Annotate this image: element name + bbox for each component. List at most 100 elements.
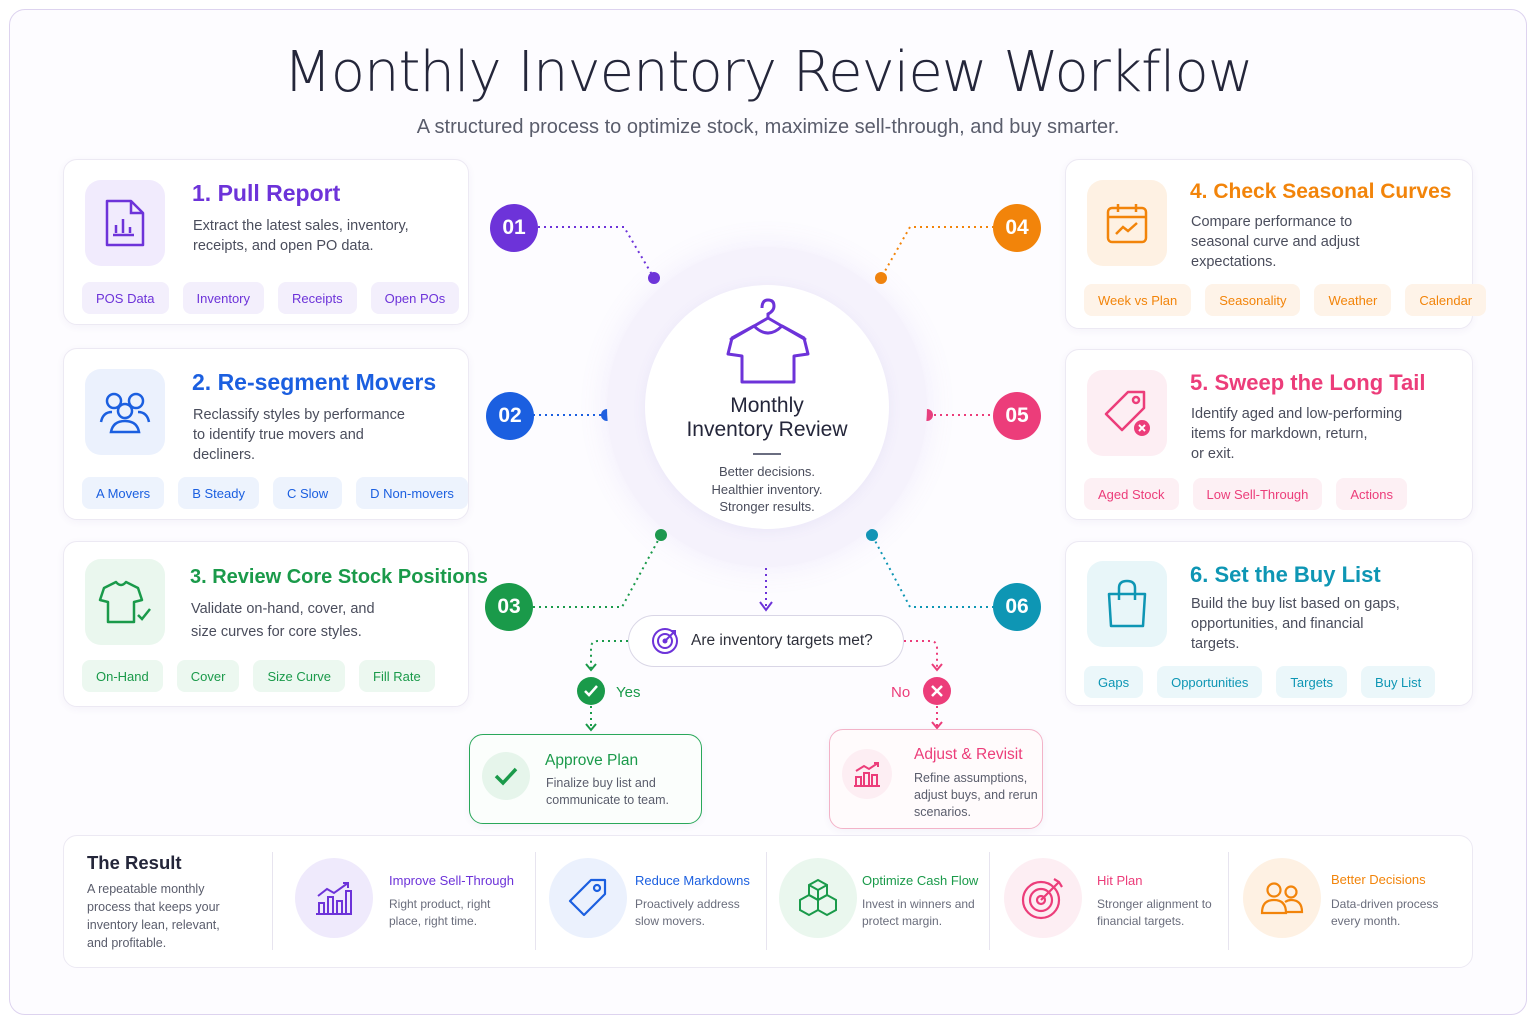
result-icon-circle — [779, 858, 857, 938]
result-title: The Result — [87, 852, 182, 873]
result-item-title: Better Decisions — [1331, 872, 1426, 887]
step-badge-03: 03 — [485, 583, 533, 631]
tag[interactable]: Receipts — [278, 282, 357, 314]
step-icon-box — [85, 180, 165, 266]
tag[interactable]: A Movers — [82, 477, 165, 509]
step-title: 1. Pull Report — [192, 180, 341, 206]
step-badge-04: 04 — [993, 204, 1041, 252]
page-title: Monthly Inventory Review Workflow — [283, 40, 1253, 105]
step-title: 3. Review Core Stock Positions — [190, 566, 488, 588]
result-divider — [766, 852, 767, 950]
step-card-review-core-stock: 3. Review Core Stock Positions Validate … — [63, 541, 488, 707]
tag[interactable]: Gaps — [1084, 666, 1144, 698]
step-icon-box — [85, 559, 165, 645]
result-item-title: Reduce Markdowns — [635, 873, 750, 888]
tag[interactable]: Inventory — [182, 282, 265, 314]
step-icon-box — [1087, 561, 1167, 647]
adjust-icon-circle — [842, 749, 892, 799]
people-icon — [99, 392, 151, 434]
adjust-revisit-card[interactable]: Adjust & Revisit Refine assumptions,adju… — [829, 729, 1043, 829]
tag[interactable]: On-Hand — [82, 660, 163, 692]
hanger-shirt-icon — [726, 298, 810, 384]
adjust-title: Adjust & Revisit — [914, 746, 1023, 763]
step-badge-01: 01 — [490, 204, 538, 252]
tag[interactable]: Seasonality — [1205, 284, 1301, 316]
tag[interactable]: POS Data — [82, 282, 169, 314]
team-icon — [1260, 882, 1304, 915]
result-divider — [989, 852, 990, 950]
tag[interactable]: Targets — [1276, 666, 1348, 698]
result-icon-circle — [295, 858, 373, 938]
tag-icon — [568, 878, 607, 917]
step-badge-02: 02 — [486, 392, 534, 440]
growth-chart-icon — [316, 882, 352, 915]
step-icon-box — [1087, 370, 1167, 456]
bar-chart-up-icon — [854, 762, 880, 787]
step-title: 6. Set the Buy List — [1190, 562, 1381, 587]
step-card-set-buy-list: 6. Set the Buy List Build the buy list b… — [1065, 541, 1473, 706]
tag[interactable]: Cover — [176, 660, 240, 692]
tag[interactable]: B Steady — [178, 477, 259, 509]
page-subtitle: A structured process to optimize stock, … — [416, 116, 1120, 138]
step-description: Extract the latest sales, inventory,rece… — [193, 218, 409, 254]
tag[interactable]: Buy List — [1361, 666, 1436, 698]
tag[interactable]: Weather — [1314, 284, 1392, 316]
result-item-title: Hit Plan — [1097, 873, 1143, 888]
shirt-check-icon — [98, 580, 151, 624]
tag[interactable]: Week vs Plan — [1084, 284, 1192, 316]
decision-question-text: Are inventory targets met? — [691, 632, 873, 649]
step-tags: Aged Stock Low Sell-Through Actions — [1084, 478, 1408, 510]
tag[interactable]: Opportunities — [1157, 666, 1263, 698]
result-item-title: Optimize Cash Flow — [862, 873, 979, 888]
approve-title: Approve Plan — [545, 752, 639, 769]
connector-dot-01 — [648, 272, 660, 284]
decision-question: Are inventory targets met? — [628, 615, 904, 667]
step-tags: POS Data Inventory Receipts Open POs — [82, 282, 460, 314]
approve-icon-circle — [482, 752, 530, 800]
step-title: 4. Check Seasonal Curves — [1190, 180, 1452, 203]
tag[interactable]: D Non-movers — [356, 477, 468, 509]
tag[interactable]: Actions — [1336, 478, 1408, 510]
step-title: 5. Sweep the Long Tail — [1190, 370, 1426, 395]
adjust-description: Refine assumptions,adjust buys, and reru… — [914, 771, 1038, 819]
step-icon-box — [85, 369, 165, 455]
step-card-pull-report: 1. Pull Report Extract the latest sales,… — [63, 159, 469, 325]
connector-dot-03 — [655, 529, 667, 541]
tag[interactable]: Fill Rate — [359, 660, 435, 692]
center-subtitle: Better decisions.Healthier inventory.Str… — [711, 464, 823, 514]
shopping-bag-icon — [1107, 579, 1147, 628]
connector-dot-04 — [875, 272, 887, 284]
step-card-check-seasonal-curves: 4. Check Seasonal Curves Compare perform… — [1065, 159, 1487, 329]
step-tags: Week vs Plan Seasonality Weather Calenda… — [1084, 284, 1487, 316]
center-divider — [753, 453, 781, 455]
tag[interactable]: Calendar — [1405, 284, 1487, 316]
tag[interactable]: Aged Stock — [1084, 478, 1179, 510]
step-icon-box — [1087, 180, 1167, 266]
boxes-icon — [799, 878, 837, 917]
step-tags: On-Hand Cover Size Curve Fill Rate — [82, 660, 435, 692]
tag[interactable]: C Slow — [272, 477, 343, 509]
result-icon-circle — [1004, 858, 1082, 938]
tag[interactable]: Open POs — [370, 282, 460, 314]
step-description: Build the buy list based on gaps,opportu… — [1191, 596, 1400, 652]
no-label: No — [891, 684, 911, 701]
step-card-resegment-movers: 2. Re-segment Movers Reclassify styles b… — [63, 348, 469, 520]
step-badge-06: 06 — [993, 583, 1041, 631]
no-x-icon — [923, 677, 951, 705]
target-icon — [1021, 878, 1063, 920]
checkmark-icon — [494, 767, 518, 786]
tag[interactable]: Size Curve — [253, 660, 346, 692]
tag[interactable]: Low Sell-Through — [1192, 478, 1323, 510]
